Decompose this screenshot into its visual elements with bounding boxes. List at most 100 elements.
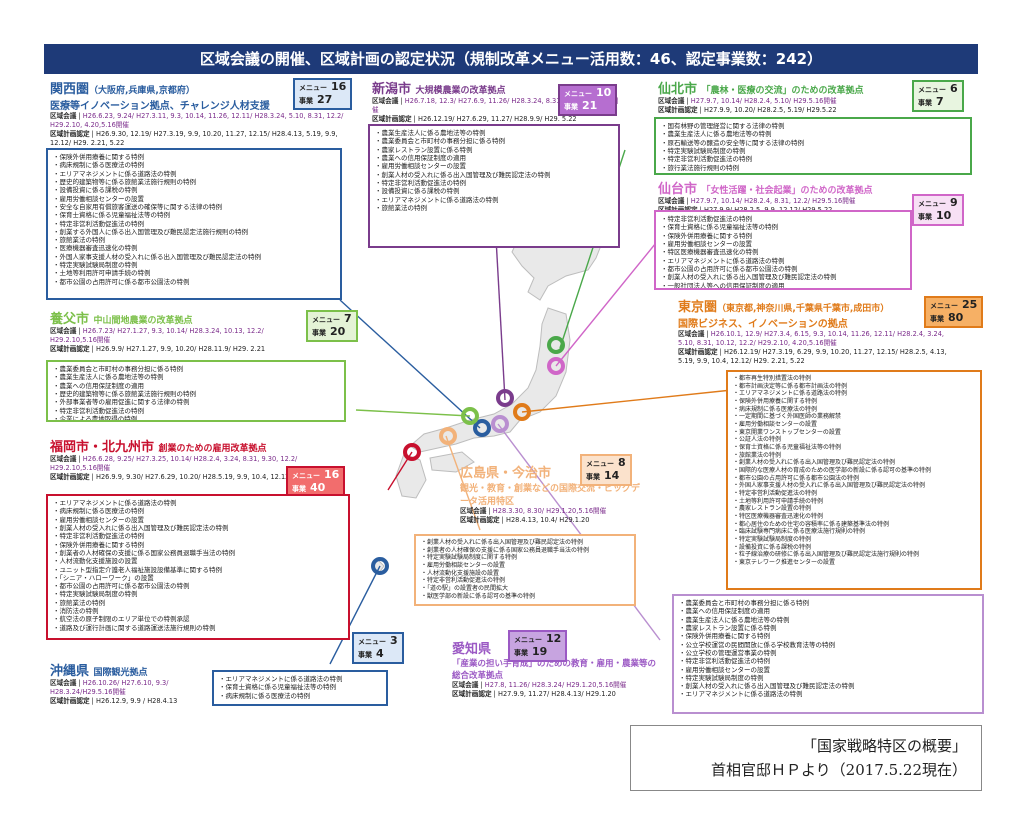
keikaku-dates: H28.4.13, 10.4/ H29.1.20 bbox=[505, 515, 590, 524]
kaigi-dates: H26.6.28, 9.25/ H27.3.25, 10.14/ H28.2.4… bbox=[50, 455, 298, 472]
list-item: 都市公園の占用許可に係る都市公園法の特例 bbox=[53, 278, 335, 286]
list-item: 農家レストラン設置に係る特例 bbox=[375, 146, 613, 154]
list-item: 都市再生特別措置法の特例 bbox=[733, 375, 975, 383]
list-item: 創業人材の受入れに係る出入国管理及び難民認定法の特例 bbox=[375, 171, 613, 179]
list-item: 東京開業ワンストップセンターの設置 bbox=[733, 429, 975, 437]
list-item: 創業者の人材確保の支援に係る国家公務員退職手当法の特例 bbox=[421, 547, 629, 555]
region-title: 広島県・今治市 bbox=[460, 466, 552, 481]
list-item: エリアマネジメントに係る道路法の特例 bbox=[375, 196, 613, 204]
list-item: 臨床試験専門病床に係る医療法施行規則の特例 bbox=[733, 528, 975, 536]
list-fukuoka: エリアマネジメントに係る道路法の特例病床規制に係る医療法の特例雇用労働相談センタ… bbox=[46, 494, 350, 640]
keikaku-dates: H27.9.9, 10.20/ H28.2.5, 5.19/ H29.5.22 bbox=[703, 105, 837, 114]
region-subtitle: 中山間地農業の改革拠点 bbox=[93, 316, 193, 326]
list-item: 一般社団法人等への信用保証制度の適用 bbox=[661, 282, 905, 289]
list-item: エリアマネジメントに係る道路法の特例 bbox=[733, 390, 975, 398]
region-title: 東京圏 bbox=[678, 300, 718, 315]
list-item: 東京テレワーク推進センターの設置 bbox=[733, 559, 975, 567]
list-kansai: 保険外併用療養に関する特例病床規制に係る医療法の特例エリアマネジメントに係る道路… bbox=[46, 148, 342, 300]
keikaku-dates: H26.12.19/ H27.6.29, 11.27/ H28.9.9/ H29… bbox=[417, 114, 577, 123]
honshu-shape bbox=[409, 307, 571, 453]
region-subtitle: 国際観光拠点 bbox=[93, 668, 148, 678]
kaigi-dates: H26.10.1, 12.9/ H27.3.4, 6.15, 9.3, 10.1… bbox=[678, 330, 945, 347]
list-item: 保険外併用療養に関する特例 bbox=[53, 153, 335, 161]
list-item: 公立学校の管理運営事業の特例 bbox=[679, 649, 977, 657]
list-item: 創業人材の受入れに係る出入国管理及び難民認定法の特例 bbox=[421, 539, 629, 547]
list-item: 特定非営利活動促進法の特例 bbox=[679, 657, 977, 665]
list-item: 医療機器審査迅速化の特例 bbox=[53, 244, 335, 252]
list-item: 特定非営利活動促進法の特例 bbox=[733, 490, 975, 498]
list-item: 土地等利用許可申請手続の特例 bbox=[53, 269, 335, 277]
keikaku-dates: H27.9.9, 11.27/ H28.4.13/ H29.1.20 bbox=[497, 689, 616, 698]
list-item: 道路及び運行計画に関する道路運送法施行規則の特例 bbox=[53, 624, 343, 632]
kaigi-dates: H28.3.30, 8.30/ H29.1.20,5.16開催 bbox=[492, 507, 607, 515]
list-item: 保険外併用療養に関する特例 bbox=[661, 232, 905, 240]
region-subtitle: 国際ビジネス、イノベーションの拠点 bbox=[678, 319, 848, 330]
list-item: エリアマネジメントに係る道路法の特例 bbox=[53, 170, 335, 178]
list-item: 特定非営利活動促進法の特例 bbox=[375, 179, 613, 187]
list-item: 特区医療機器審査迅速化の特例 bbox=[733, 513, 975, 521]
region-title: 関西圏 bbox=[50, 82, 90, 97]
region-title-sub: （東京都,神奈川県,千葉県千葉市,成田市） bbox=[717, 304, 890, 314]
list-item: 保険外併用療養に関する特例 bbox=[53, 541, 343, 549]
region-hiroshima: 広島県・今治市 観光・教育・創業などの国際交流・ビッグデータ活用特区 区域会議 … bbox=[460, 466, 641, 524]
list-item: 農業への信用保証制度の適用 bbox=[53, 382, 339, 390]
region-niigata: 新潟市 大規模農業の改革拠点 区域会議 | H26.7.18, 12.3/ H2… bbox=[372, 82, 619, 123]
kaigi-dates: H26.10.26/ H27.6.10, 9.3/ H28.3.24/H29.5… bbox=[50, 679, 169, 696]
list-item: 歴史的建築物等に係る旅館業法施行規則の特例 bbox=[53, 390, 339, 398]
list-item: 雇用労働相談センターの設置 bbox=[375, 162, 613, 170]
list-item: 都市公園の占用許可に係る都市公園法の特例 bbox=[661, 265, 905, 273]
list-item: 旅館業法の特例 bbox=[375, 204, 613, 212]
list-item: 保育士資格に係る児童福祉法等の特例 bbox=[53, 211, 335, 219]
list-item: 土地等利用許可申請手続の特例 bbox=[733, 498, 975, 506]
list-item: 都心居住のための住宅の容積率に係る建築基準法の特例 bbox=[733, 521, 975, 529]
list-item: 創業者の人材確保の支援に係る国家公務員退職手当法の特例 bbox=[53, 549, 343, 557]
page-title-banner: 区域会議の開催、区域計画の認定状況（規制改革メニュー活用数：46、認定事業数：2… bbox=[44, 44, 978, 74]
list-item: 特定実験試験局制度の特例 bbox=[53, 590, 343, 598]
list-aichi: 農業委員会と市町村の事務分担に係る特例農業への信用保証制度の適用農業生産法人に係… bbox=[672, 594, 984, 714]
region-title: 新潟市 bbox=[372, 82, 412, 97]
region-title: 沖縄県 bbox=[50, 664, 90, 679]
keikaku-dates: H26.12.9, 9.9 / H28.4.13 bbox=[95, 696, 178, 705]
list-item: 雇用労働相談センターの設置 bbox=[53, 195, 335, 203]
list-item: 特定実験試験局制度の特例 bbox=[733, 536, 975, 544]
list-item: 特定非営利活動促進法の特例 bbox=[53, 220, 335, 228]
list-item: 航空法の原子制限のエリア単位での特例承認 bbox=[53, 615, 343, 623]
region-fukuoka: 福岡市・北九州市 創業のための雇用改革拠点 区域会議 | H26.6.28, 9… bbox=[50, 440, 324, 481]
list-item: 農業生産法人に係る農地法等の特例 bbox=[679, 616, 977, 624]
region-title: 福岡市・北九州市 bbox=[50, 440, 155, 455]
list-item: エリアマネジメントに係る道路法の特例 bbox=[53, 499, 343, 507]
kaigi-label: 区域会議 bbox=[50, 112, 77, 120]
list-item: 特定実験試験局制度の特例 bbox=[53, 261, 335, 269]
region-subtitle: 大規模農業の改革拠点 bbox=[415, 86, 506, 96]
list-item: 特定実験試験局制度の特例 bbox=[679, 674, 977, 682]
region-title: 仙台市 bbox=[658, 182, 698, 197]
kaigi-dates: H27.9.7, 10.14/ H28.2.4, 5.10/ H29.5.16開… bbox=[690, 97, 837, 105]
region-subtitle: 「農林・医療の交流」のための改革拠点 bbox=[701, 86, 864, 96]
list-item: 保育士資格に係る児童福祉法等の特例 bbox=[733, 444, 975, 452]
list-okinawa: エリアマネジメントに係る道路法の特例保育士資格に係る児童福祉法等の特例病床規制に… bbox=[212, 670, 388, 706]
region-title: 養父市 bbox=[50, 312, 90, 327]
source-note: 「国家戦略特区の概要」 首相官邸ＨＰより（2017.5.22現在） bbox=[630, 725, 982, 791]
kaigi-dates: H26.7.23/ H27.1.27, 9.3, 10.14/ H28.3.24… bbox=[50, 327, 264, 344]
list-item: ユニット型指定介護老人福祉施設設備基準に関する特例 bbox=[53, 566, 343, 574]
list-item: 農業委員会と市町村の事務分担に係る特例 bbox=[375, 137, 613, 145]
list-item: 特定非営利活動促進法の特例 bbox=[53, 532, 343, 540]
list-item: 雇用労働相談センターの設置 bbox=[421, 562, 629, 570]
keikaku-dates: H26.12.19/ H27.3.19, 6.29, 9.9, 10.20, 1… bbox=[678, 347, 947, 365]
list-item: 保険外併用療養に関する特例 bbox=[679, 632, 977, 640]
list-item: 国有林野の管理経営に関する法律の特例 bbox=[661, 122, 965, 130]
list-item: 雇用労働相談センターの設置 bbox=[679, 666, 977, 674]
list-senboku: 国有林野の管理経営に関する法律の特例農業生産法人に係る農地法等の特例原石輸送等の… bbox=[654, 117, 972, 175]
list-item: 農業生産法人に係る農地法等の特例 bbox=[661, 130, 965, 138]
list-item: 設備投資に係る課税の特例 bbox=[53, 186, 335, 194]
kaigi-dates: H26.6.23, 9.24/ H27.3.11, 9.3, 10.14, 11… bbox=[50, 112, 344, 129]
kaigi-dates: H27.8, 11.26/ H28.3.24/ H29.1.20,5.16開催 bbox=[484, 681, 627, 689]
list-item: 特区医療機器審査迅速化の特例 bbox=[661, 248, 905, 256]
list-item: 農業委員会と市町村の事務分担に係る特例 bbox=[679, 599, 977, 607]
region-kansai: 関西圏（大阪府,兵庫県,京都府） 医療等イノベーション拠点、チャレンジ人材支援 … bbox=[50, 78, 350, 148]
